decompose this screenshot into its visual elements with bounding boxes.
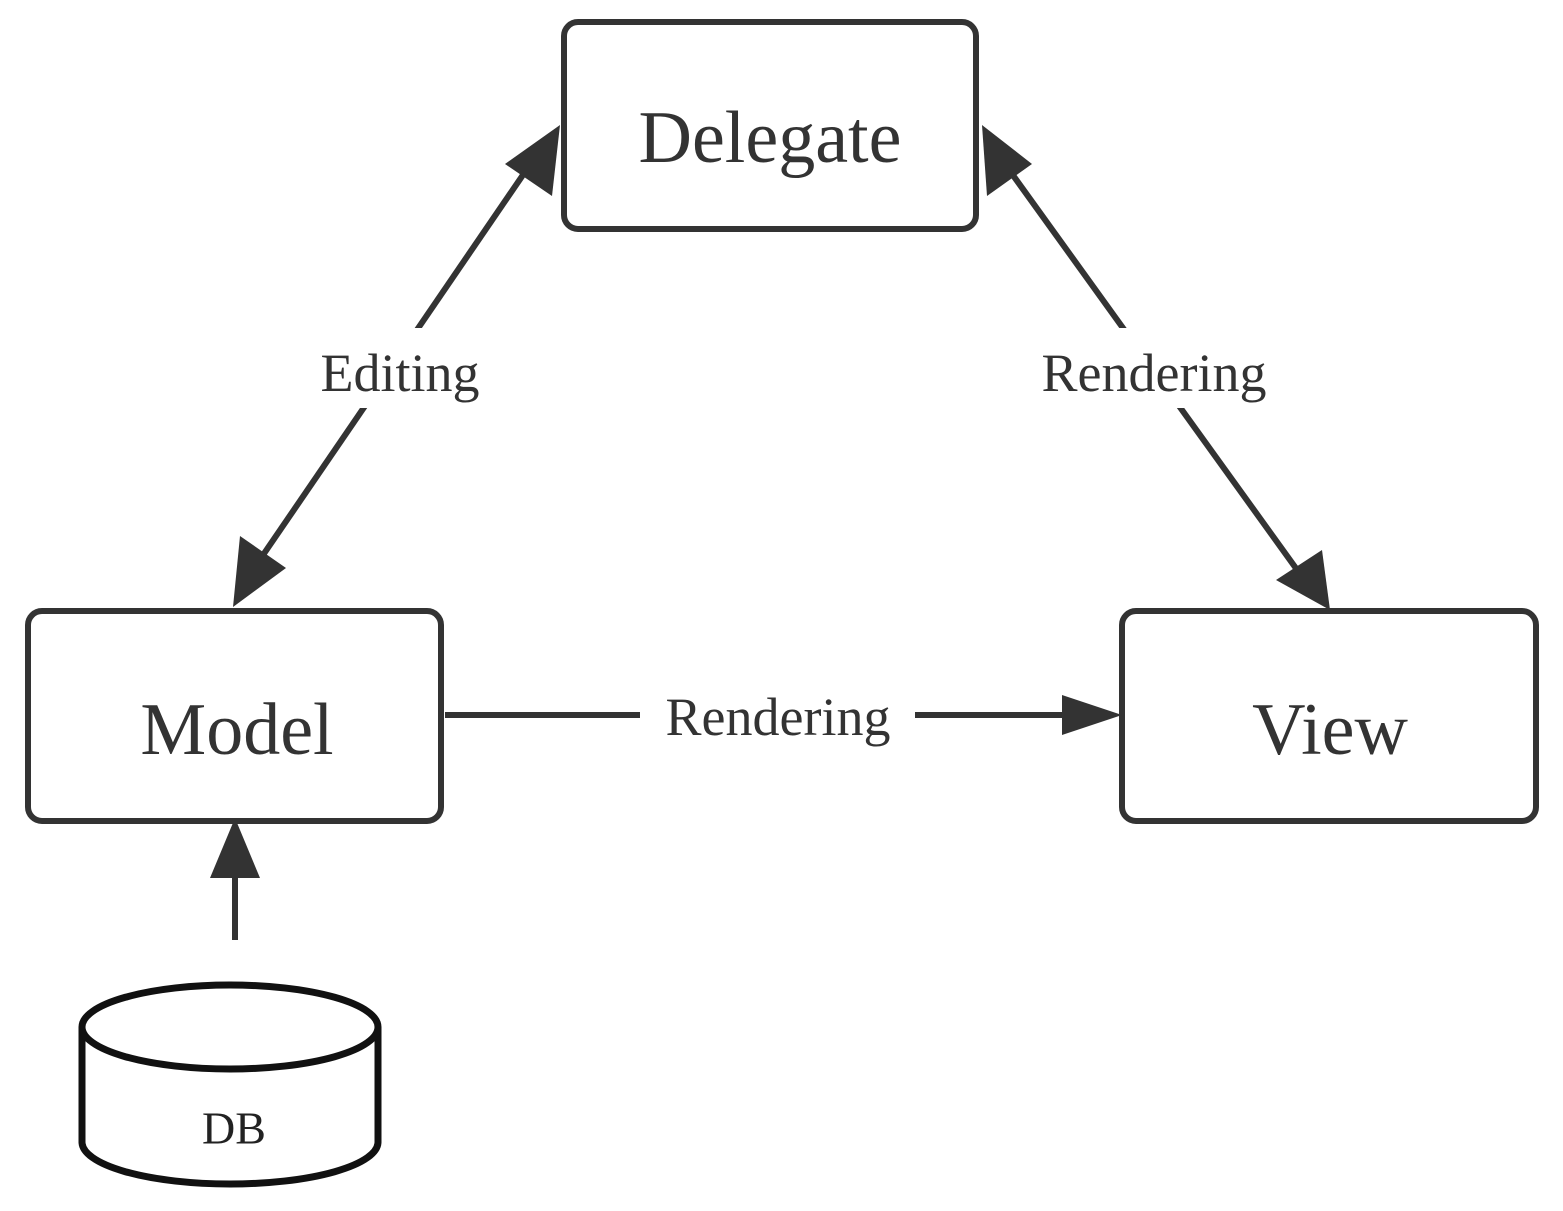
node-delegate: Delegate	[561, 19, 979, 232]
edge-model-view-label: Rendering	[666, 687, 891, 747]
edge-model-view-label-bg	[640, 680, 915, 752]
arrow-head-view-from-delegate	[1276, 550, 1330, 610]
arrow-head-view-from-model	[1062, 695, 1122, 735]
node-model: Model	[25, 608, 444, 824]
arrow-head-delegate-from-model	[505, 125, 560, 196]
edge-editing: Editing	[233, 125, 560, 607]
arrow-head-model-from-db	[210, 818, 260, 878]
node-delegate-box	[561, 19, 979, 232]
edge-editing-label: Editing	[321, 343, 480, 403]
node-model-box	[25, 608, 444, 824]
edge-editing-label-bg	[300, 328, 500, 408]
arrow-head-model-from-delegate	[233, 536, 286, 607]
node-db: DB	[78, 981, 382, 1188]
edge-delegate-view-label-bg	[1010, 328, 1300, 408]
arrow-head-delegate-from-view	[982, 125, 1032, 196]
node-delegate-label: Delegate	[639, 97, 902, 179]
node-view: View	[1119, 608, 1539, 824]
edge-delegate-view-label: Rendering	[1042, 343, 1267, 403]
edge-model-view: Rendering	[445, 680, 1122, 752]
node-db-label: DB	[202, 1103, 266, 1154]
edge-db-model	[210, 818, 260, 940]
database-icon	[78, 981, 382, 1188]
node-view-box	[1119, 608, 1539, 824]
edge-delegate-view: Rendering	[982, 125, 1330, 610]
node-view-label: View	[1252, 689, 1408, 771]
node-model-label: Model	[140, 689, 333, 771]
database-icon-top-rim	[78, 1026, 382, 1073]
